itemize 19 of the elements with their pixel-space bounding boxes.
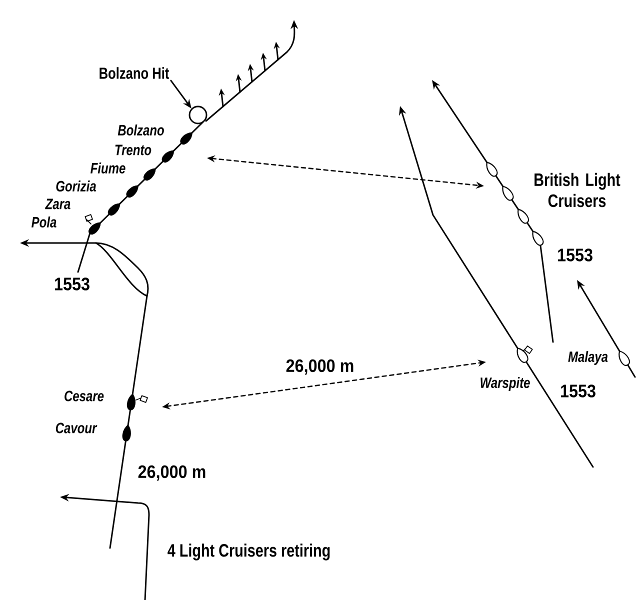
time-label: 1553 — [561, 384, 596, 398]
ship-name: Trento — [115, 144, 152, 156]
ship-name: Cavour — [56, 422, 98, 434]
distance-label: 26,000 m — [286, 359, 354, 375]
ship-name: Warspite — [480, 377, 530, 391]
turn-circle — [188, 106, 208, 124]
formation-label: British Light Cruisers — [534, 172, 620, 208]
time-label: 1553 — [55, 278, 90, 290]
distance-label: 26,000 m — [138, 465, 206, 481]
time-label: 1553 — [558, 248, 592, 262]
ship-name: Bolzano — [118, 124, 164, 136]
ship-name: Cesare — [64, 390, 104, 402]
ship-name: Malaya — [568, 351, 608, 365]
ship-name: Fiume — [90, 162, 126, 174]
ship-name: Zara — [45, 198, 70, 210]
callout-text: Bolzano Hit — [100, 67, 170, 79]
formation-label: 4 Light Cruisers retiring — [168, 544, 330, 560]
ship-name: Pola — [32, 216, 56, 228]
ship-name: Gorizia — [56, 180, 96, 192]
